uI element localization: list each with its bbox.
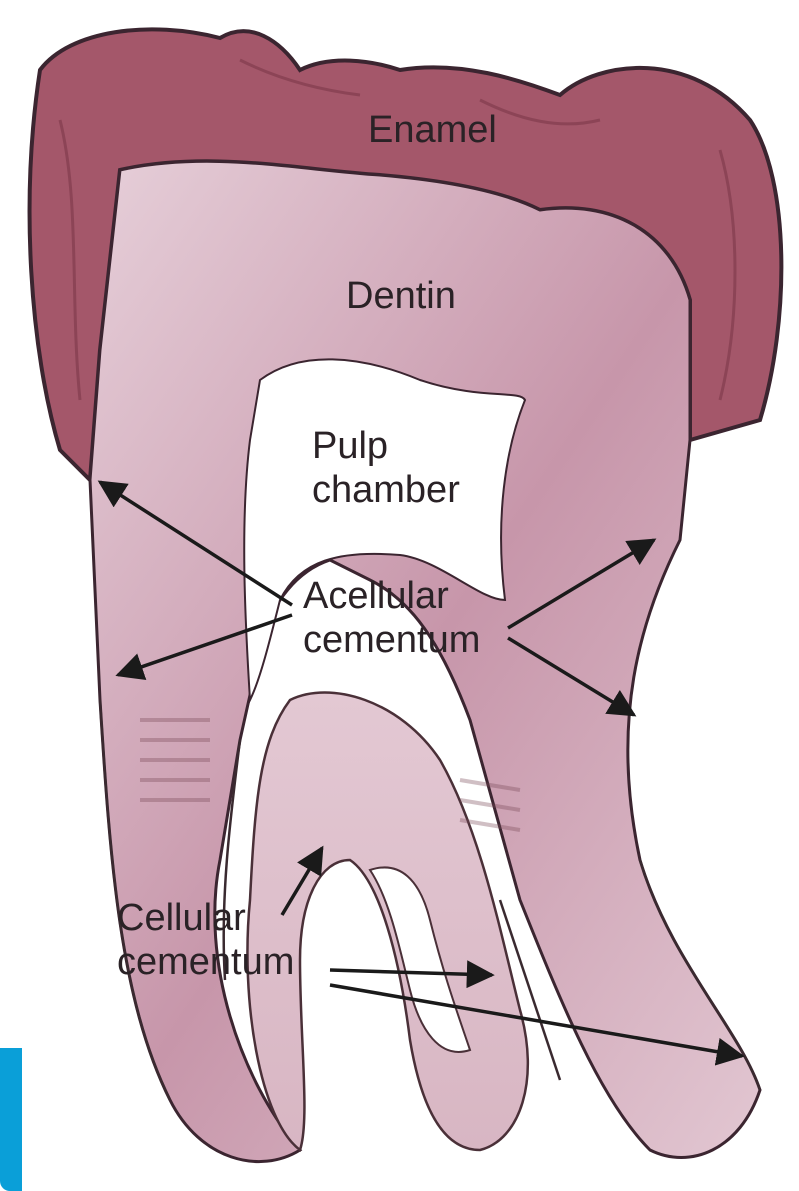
label-pulp-line1: Pulp bbox=[312, 424, 460, 468]
accent-bar bbox=[0, 1048, 22, 1191]
label-pulp-line2: chamber bbox=[312, 468, 460, 512]
label-cellular-line1: Cellular bbox=[117, 896, 294, 940]
label-acellular-line2: cementum bbox=[303, 618, 480, 662]
label-pulp-chamber: Pulp chamber bbox=[312, 424, 460, 512]
label-enamel: Enamel bbox=[368, 108, 497, 152]
label-cellular-cementum: Cellular cementum bbox=[117, 896, 294, 984]
label-dentin: Dentin bbox=[346, 274, 456, 318]
label-acellular-line1: Acellular bbox=[303, 574, 480, 618]
label-acellular-cementum: Acellular cementum bbox=[303, 574, 480, 662]
label-cellular-line2: cementum bbox=[117, 940, 294, 984]
